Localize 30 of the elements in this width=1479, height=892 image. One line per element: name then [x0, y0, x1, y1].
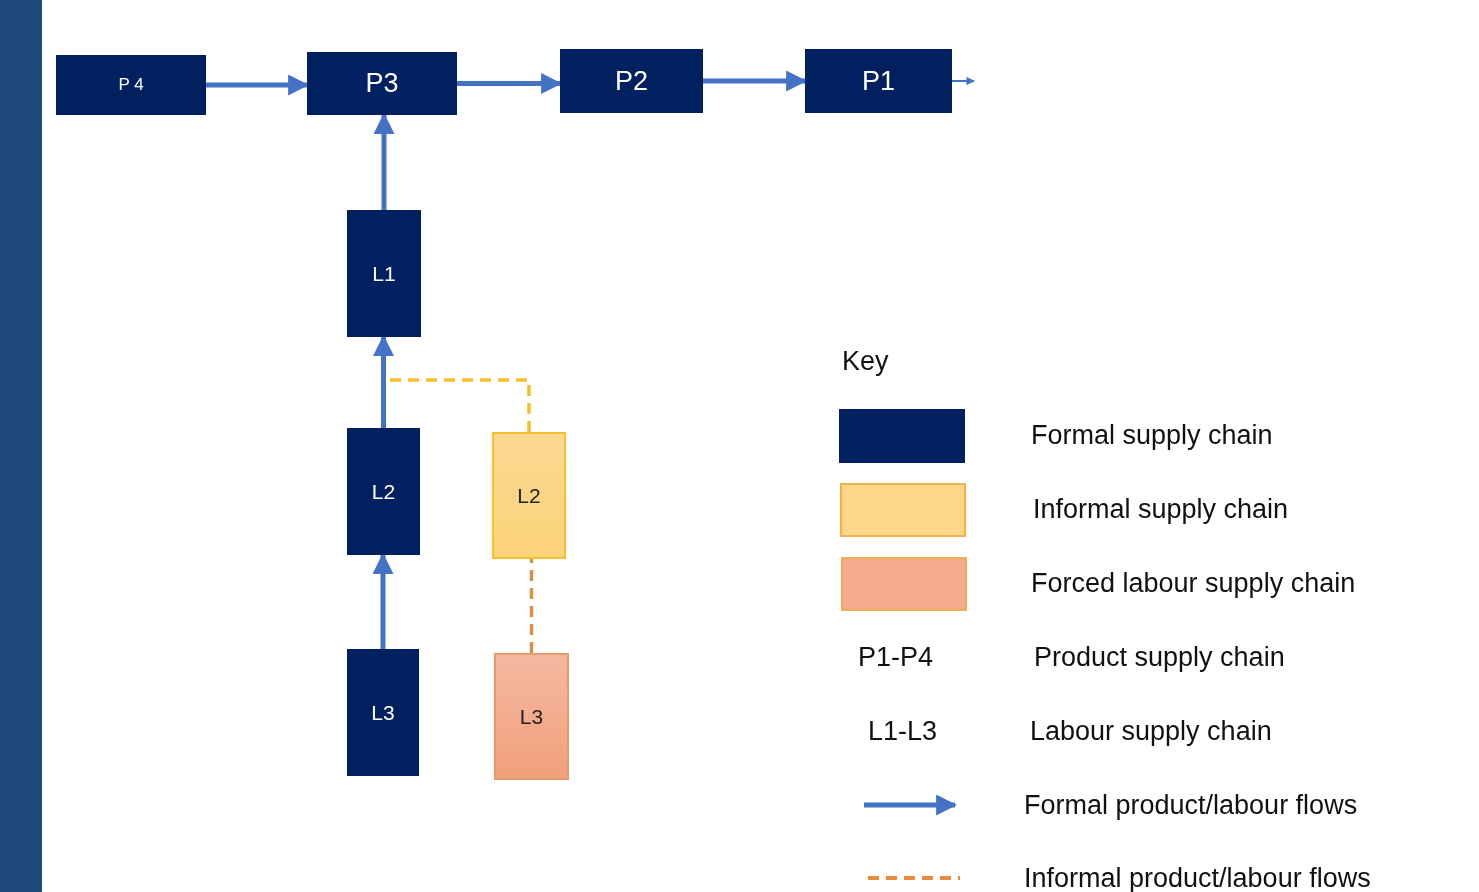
- box-label: L1: [372, 261, 396, 286]
- legend-text: Formal product/labour flows: [1024, 789, 1358, 822]
- supply-chain-box: [347, 649, 419, 776]
- legend-text: Informal product/labour flows: [1024, 862, 1371, 892]
- box-label: P3: [365, 68, 399, 99]
- legend-text: Labour supply chain: [1030, 715, 1272, 748]
- box-label: P2: [615, 65, 648, 97]
- box-label: L3: [371, 700, 395, 725]
- supply-chain-box: [56, 55, 206, 115]
- supply-chain-box: [307, 52, 457, 115]
- supply-chain-box: [347, 428, 420, 555]
- legend-code: L1-L3: [868, 715, 938, 748]
- legend-text: Forced labour supply chain: [1031, 567, 1356, 600]
- legend-code: P1-P4: [858, 641, 934, 674]
- arrow: [951, 76, 975, 86]
- supply-chain-box: [347, 210, 421, 337]
- legend-text: Formal supply chain: [1031, 419, 1273, 452]
- box-label: P 4: [118, 75, 144, 95]
- supply-chain-box: [560, 49, 703, 113]
- box-label: L2: [371, 479, 396, 504]
- legend-title: Key: [842, 345, 889, 378]
- box-label: P1: [862, 65, 895, 97]
- supply-chain-box: [494, 653, 569, 780]
- box-label: L3: [519, 704, 544, 729]
- supply-chain-box: [805, 49, 952, 113]
- supply-chain-box: [492, 432, 566, 559]
- legend-text: Product supply chain: [1034, 641, 1285, 674]
- legend-text: Informal supply chain: [1033, 493, 1289, 526]
- dashed-connector: [529, 559, 534, 653]
- box-label: L2: [517, 483, 541, 508]
